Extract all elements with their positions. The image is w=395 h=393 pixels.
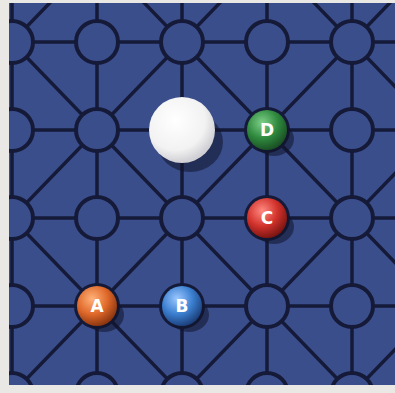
board-lines	[9, 3, 395, 385]
piece-letter: A	[75, 284, 119, 328]
game-piece: A	[75, 284, 119, 328]
piece-letter: D	[245, 108, 289, 152]
piece-letter: B	[160, 284, 204, 328]
piece-letter: C	[245, 196, 289, 240]
board-points	[9, 21, 373, 385]
game-piece: D	[245, 108, 289, 152]
game-piece: C	[245, 196, 289, 240]
game-piece: B	[160, 284, 204, 328]
white-stone	[149, 97, 215, 163]
